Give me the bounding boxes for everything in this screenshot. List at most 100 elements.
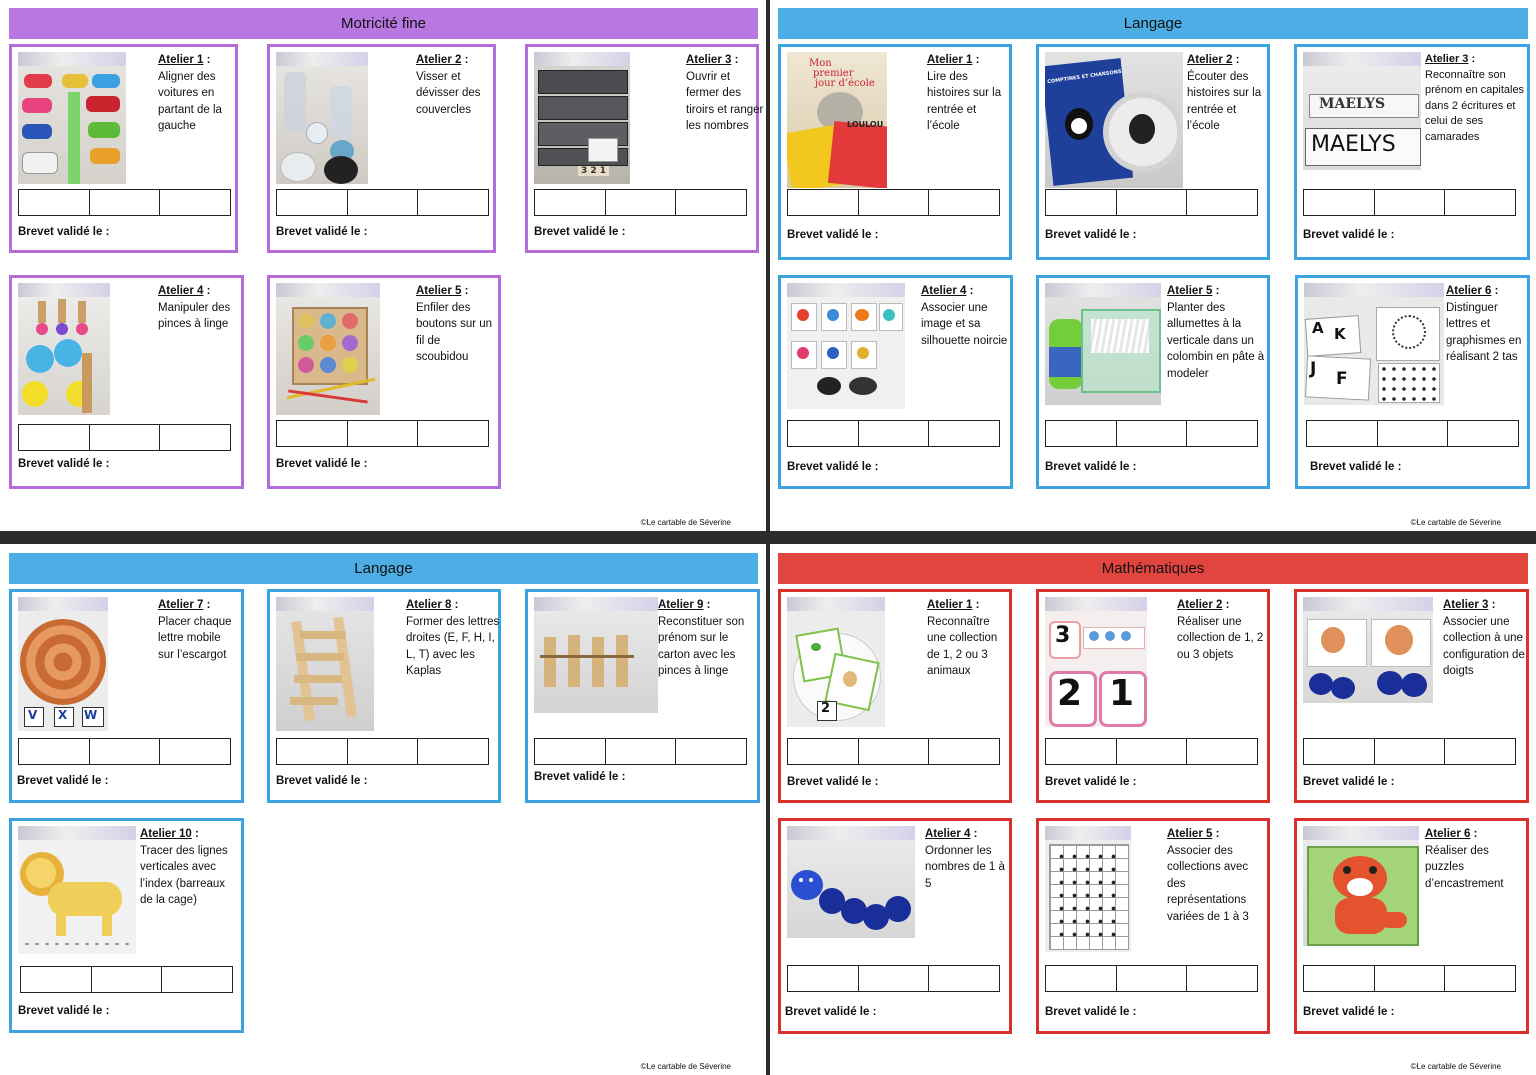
- validation-boxes: [534, 189, 748, 216]
- validation-box[interactable]: [929, 189, 1001, 216]
- atelier-card: 3 2 1 Atelier 2 :Réaliser une collection…: [1036, 589, 1270, 803]
- atelier-card: Atelier 4 :Ordonner les nombres de 1 à 5…: [778, 818, 1012, 1034]
- copyright: ©Le cartable de Séverine: [1410, 1062, 1501, 1071]
- validation-box[interactable]: [418, 420, 490, 447]
- kapla-ladder-photo: [276, 597, 374, 731]
- validation-box[interactable]: [160, 189, 232, 216]
- validation-box[interactable]: [1187, 738, 1259, 765]
- validation-box[interactable]: [1116, 738, 1188, 765]
- validation-box[interactable]: [1045, 420, 1117, 447]
- page-motricite-fine: Motricité fine Atelier 1 :Aligner des vo…: [0, 0, 766, 531]
- validation-box[interactable]: [1374, 965, 1446, 992]
- brevet-valide-label: Brevet validé le :: [276, 458, 368, 470]
- atelier-number: Atelier 10: [140, 828, 192, 840]
- atelier-card: COMPTINES ET CHANSONS Atelier 2 :Écouter…: [1036, 44, 1270, 260]
- validation-box[interactable]: [1187, 189, 1259, 216]
- validation-box[interactable]: [605, 738, 677, 765]
- atelier-number: Atelier 6: [1446, 285, 1492, 297]
- brevet-valide-label: Brevet validé le :: [787, 461, 879, 473]
- section-banner: Langage: [9, 553, 758, 584]
- atelier-number: Atelier 5: [1167, 285, 1213, 297]
- validation-box[interactable]: [858, 420, 930, 447]
- validation-box[interactable]: [787, 189, 859, 216]
- validation-box[interactable]: [929, 965, 1001, 992]
- validation-box[interactable]: [858, 965, 930, 992]
- toy-cars-photo: [18, 52, 126, 184]
- validation-box[interactable]: [1303, 965, 1375, 992]
- validation-box[interactable]: [1374, 189, 1446, 216]
- validation-box[interactable]: [534, 189, 606, 216]
- atelier-number: Atelier 2: [1187, 54, 1233, 66]
- atelier-card: Atelier 3 :Associer une collection à une…: [1294, 589, 1529, 803]
- validation-box[interactable]: [162, 966, 234, 993]
- validation-box[interactable]: [160, 738, 232, 765]
- atelier-number: Atelier 7: [158, 599, 204, 611]
- validation-boxes: [787, 420, 1001, 447]
- validation-box[interactable]: [89, 189, 161, 216]
- validation-box[interactable]: [347, 738, 419, 765]
- validation-box[interactable]: [1448, 420, 1520, 447]
- atelier-text: Réaliser des puzzles d’encastrement: [1425, 844, 1504, 890]
- brevet-valide-label: Brevet validé le :: [787, 776, 879, 788]
- photo-letter: W: [84, 708, 98, 722]
- validation-boxes: [1303, 189, 1517, 216]
- validation-box[interactable]: [160, 424, 232, 451]
- validation-box[interactable]: [347, 420, 419, 447]
- validation-box[interactable]: [1116, 965, 1188, 992]
- validation-box[interactable]: [1045, 189, 1117, 216]
- validation-box[interactable]: [1445, 965, 1517, 992]
- validation-box[interactable]: [347, 189, 419, 216]
- validation-box[interactable]: [929, 420, 1001, 447]
- validation-box[interactable]: [1116, 189, 1188, 216]
- validation-box[interactable]: [418, 189, 490, 216]
- brevet-valide-label: Brevet validé le :: [785, 1006, 877, 1018]
- validation-box[interactable]: [418, 738, 490, 765]
- validation-box[interactable]: [1187, 420, 1259, 447]
- atelier-text: Manipuler des pinces à linge: [158, 301, 231, 331]
- validation-box[interactable]: [787, 965, 859, 992]
- validation-box[interactable]: [276, 738, 348, 765]
- validation-box[interactable]: [89, 424, 161, 451]
- validation-box[interactable]: [18, 189, 90, 216]
- validation-box[interactable]: [1377, 420, 1449, 447]
- validation-box[interactable]: [276, 189, 348, 216]
- brevet-valide-label: Brevet validé le :: [534, 771, 626, 783]
- validation-box[interactable]: [676, 738, 748, 765]
- photo-letter: A: [1312, 319, 1324, 337]
- validation-box[interactable]: [858, 738, 930, 765]
- validation-boxes: [1303, 738, 1517, 765]
- photo-digit: 3: [1055, 623, 1071, 648]
- validation-box[interactable]: [1306, 420, 1378, 447]
- validation-box[interactable]: [1445, 738, 1517, 765]
- validation-box[interactable]: [1303, 189, 1375, 216]
- atelier-number: Atelier 2: [416, 54, 462, 66]
- validation-box[interactable]: [1445, 189, 1517, 216]
- validation-box[interactable]: [1374, 738, 1446, 765]
- validation-boxes: [787, 189, 1001, 216]
- validation-box[interactable]: [534, 738, 606, 765]
- validation-box[interactable]: [1116, 420, 1188, 447]
- validation-box[interactable]: [18, 738, 90, 765]
- validation-box[interactable]: [605, 189, 677, 216]
- validation-box[interactable]: [858, 189, 930, 216]
- validation-box[interactable]: [1045, 965, 1117, 992]
- validation-box[interactable]: [91, 966, 163, 993]
- atelier-card: Atelier 4 :Manipuler des pinces à linge …: [9, 275, 244, 489]
- validation-box[interactable]: [1303, 738, 1375, 765]
- validation-box[interactable]: [787, 738, 859, 765]
- validation-box[interactable]: [676, 189, 748, 216]
- validation-box[interactable]: [89, 738, 161, 765]
- hand-caps-photo: [1303, 597, 1433, 703]
- validation-box[interactable]: [1045, 738, 1117, 765]
- validation-box[interactable]: [18, 424, 90, 451]
- validation-box[interactable]: [787, 420, 859, 447]
- validation-box[interactable]: [1187, 965, 1259, 992]
- brevet-valide-label: Brevet validé le :: [534, 226, 626, 238]
- name-cards-photo: MAELYS MAELYS: [1303, 52, 1421, 170]
- validation-box[interactable]: [276, 420, 348, 447]
- atelier-text: Reconstituer son prénom sur le carton av…: [658, 615, 745, 678]
- validation-boxes: [534, 738, 748, 765]
- photo-digit: 2: [1057, 673, 1083, 714]
- validation-box[interactable]: [929, 738, 1001, 765]
- validation-box[interactable]: [20, 966, 92, 993]
